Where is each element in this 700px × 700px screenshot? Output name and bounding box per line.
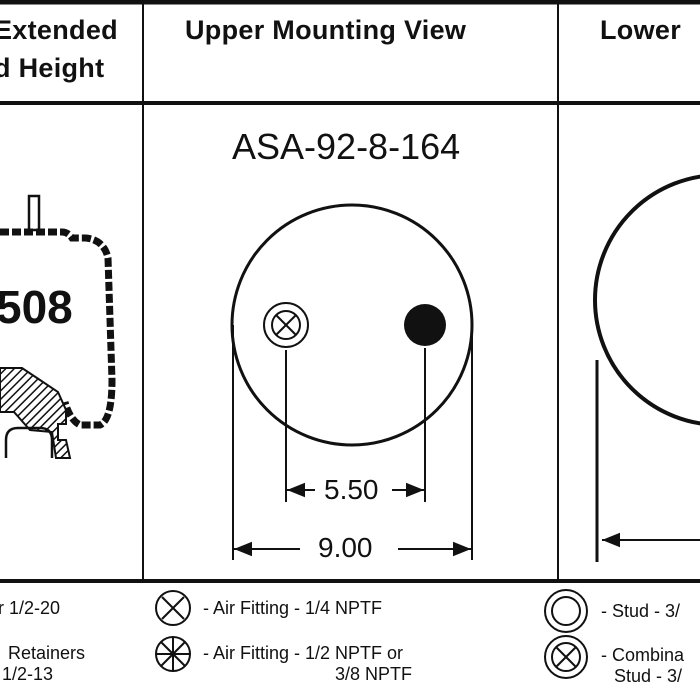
upper-mounting-plate: [230, 203, 474, 560]
header-extended-height-line1: Extended: [0, 15, 118, 45]
piston-hatch: [0, 367, 72, 459]
legend-left-2a: Retainers: [8, 643, 86, 663]
legend-left-2b: 1/2-13: [2, 664, 54, 684]
legend-stud: - Stud - 3/: [601, 601, 681, 621]
legend-air-fitting-quarter: - Air Fitting - 1/4 NPTF: [203, 598, 383, 618]
dimension-lines: [232, 325, 473, 560]
piston-base: [4, 426, 54, 458]
dimension-outer: 9.00: [318, 532, 373, 563]
header-upper-mounting-view: Upper Mounting View: [185, 15, 467, 45]
air-fitting-quarter-icon: [155, 590, 191, 626]
mounting-stud: [27, 194, 41, 232]
header-extended-height-line2: d Height: [0, 53, 105, 83]
legend-air-fitting-half-alt: 3/8 NPTF: [335, 664, 413, 684]
legend-left-1: r 1/2-20: [0, 598, 61, 618]
stud-icon: [544, 589, 588, 633]
table-grid: [0, 0, 700, 583]
legend-combination-stud-1: - Combina: [601, 645, 685, 665]
blind-nut-right: [404, 304, 446, 346]
air-spring-profile: [0, 194, 116, 459]
header-lower-mounting-view: Lower: [600, 15, 682, 45]
lower-mounting-plate: [593, 174, 700, 562]
dimension-inner: 5.50: [324, 474, 379, 505]
product-label: 508: [0, 281, 73, 333]
legend-combination-stud-2: Stud - 3/: [614, 666, 683, 686]
part-number: ASA-92-8-164: [232, 126, 461, 167]
air-fitting-left: [263, 302, 309, 348]
combination-stud-icon: [544, 635, 588, 679]
bellows-outline: [0, 228, 116, 429]
lower-plate-outline: [593, 174, 700, 426]
legend-air-fitting-half: - Air Fitting - 1/2 NPTF or: [203, 643, 404, 663]
air-fitting-half-icon: [155, 636, 191, 672]
legend-symbols: [155, 589, 588, 679]
